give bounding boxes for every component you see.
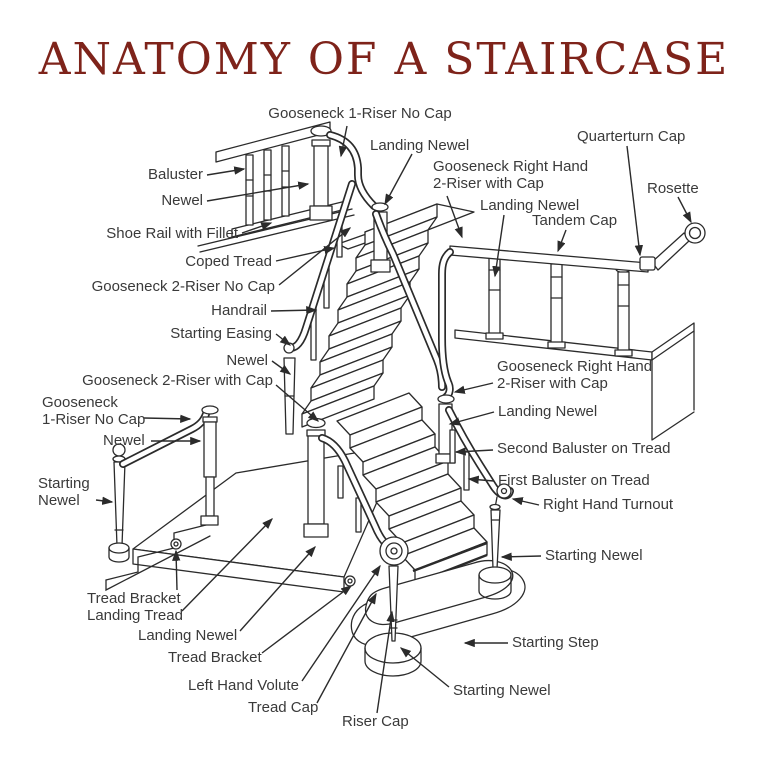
leader-first-baluster-on-tread — [467, 475, 495, 484]
leader-lines — [95, 125, 692, 714]
part-label-first-baluster-on-tread: First Baluster on Tread — [498, 472, 650, 489]
part-label-landing-newel-mid: Landing Newel — [498, 403, 598, 420]
part-label-baluster: Baluster — [147, 166, 203, 183]
part-label-starting-newel-right: Starting Newel — [545, 547, 643, 564]
leader-landing-tread — [181, 517, 273, 612]
part-label-gooseneck-rh-2riser-cap-mid: Gooseneck Right Hand 2-Riser with Cap — [497, 358, 653, 392]
part-label-rosette: Rosette — [647, 180, 699, 197]
leader-gooseneck-1riser-nocap-top — [338, 125, 348, 158]
leader-landing-newel-balcony — [492, 214, 505, 278]
leader-gooseneck-2riser-nocap — [278, 227, 352, 286]
part-label-coped-tread: Coped Tread — [185, 253, 272, 270]
part-label-gooseneck-2riser-cap: Gooseneck 2-Riser with Cap — [82, 372, 273, 389]
leader-right-hand-turnout — [511, 497, 540, 506]
leader-riser-cap — [376, 610, 395, 714]
leader-left-hand-volute — [301, 564, 381, 682]
handrail-gooseneck-assembly — [108, 131, 514, 642]
leader-newel-balustrade — [206, 181, 310, 202]
part-label-newel-balustrade: Newel — [161, 192, 203, 209]
leader-tread-cap — [316, 592, 377, 704]
part-label-gooseneck-1riser-nocap-left: Gooseneck 1-Riser No Cap — [42, 394, 146, 428]
part-label-starting-newel-bottom: Starting Newel — [453, 682, 551, 699]
part-label-newel-left: Newel — [103, 432, 145, 449]
part-label-starting-newel-left: Starting Newel — [38, 475, 90, 509]
leader-coped-tread — [275, 246, 336, 262]
leader-gooseneck-rh-2riser-cap-mid — [453, 382, 494, 394]
part-label-left-hand-volute: Left Hand Volute — [188, 677, 299, 694]
leader-landing-newel-mid — [448, 411, 495, 426]
part-label-tread-bracket-upper: Tread Bracket — [87, 590, 181, 607]
leader-tread-bracket-upper — [172, 549, 181, 591]
leader-newel-mid — [271, 360, 292, 375]
part-label-newel-mid: Newel — [226, 352, 268, 369]
leader-starting-easing — [275, 333, 292, 346]
part-label-landing-newel-balcony: Landing Newel — [480, 197, 580, 214]
leader-tread-bracket-lower — [261, 585, 353, 654]
lower-flight — [336, 392, 488, 587]
leader-second-baluster-on-tread — [454, 447, 494, 456]
part-label-tread-bracket-lower: Tread Bracket — [168, 649, 262, 666]
part-label-second-baluster-on-tread: Second Baluster on Tread — [497, 440, 671, 457]
part-label-handrail: Handrail — [211, 302, 267, 319]
part-label-tandem-cap: Tandem Cap — [532, 212, 618, 229]
part-label-quarterturn-cap: Quarterturn Cap — [577, 128, 686, 145]
part-label-shoe-rail-with-fillet: Shoe Rail with Fillet — [106, 225, 238, 242]
part-label-gooseneck-rh-2riser-cap-upper: Gooseneck Right Hand 2-Riser with Cap — [433, 158, 589, 192]
part-label-gooseneck-1riser-nocap-top: Gooseneck 1-Riser No Cap — [268, 105, 452, 122]
leader-starting-newel-left — [95, 496, 114, 505]
page-title: ANATOMY OF A STAIRCASE — [38, 34, 730, 85]
leader-landing-newel-top — [384, 153, 413, 206]
leader-landing-newel-lower — [239, 545, 316, 632]
leader-handrail — [270, 306, 318, 315]
part-label-gooseneck-2riser-nocap: Gooseneck 2-Riser No Cap — [91, 278, 275, 295]
leader-baluster — [206, 166, 246, 176]
part-label-starting-easing: Starting Easing — [170, 325, 272, 342]
part-label-riser-cap: Riser Cap — [342, 713, 409, 730]
leader-quarterturn-cap — [626, 145, 644, 257]
part-label-landing-tread: Landing Tread — [87, 607, 183, 624]
leader-gooseneck-1riser-nocap-left — [143, 414, 192, 423]
leader-starting-newel-bottom — [399, 647, 450, 688]
part-label-tread-cap: Tread Cap — [248, 699, 319, 716]
part-label-landing-newel-top: Landing Newel — [370, 137, 470, 154]
leader-shoe-rail-with-fillet — [241, 222, 273, 234]
leader-rosette — [677, 196, 692, 224]
part-label-landing-newel-lower: Landing Newel — [138, 627, 238, 644]
part-label-right-hand-turnout: Right Hand Turnout — [543, 496, 674, 513]
leader-starting-newel-right — [500, 552, 542, 561]
part-label-starting-step: Starting Step — [512, 634, 599, 651]
leader-tandem-cap — [557, 229, 567, 253]
leader-gooseneck-rh-2riser-cap-upper — [446, 195, 463, 239]
leader-gooseneck-2riser-cap — [275, 384, 320, 422]
